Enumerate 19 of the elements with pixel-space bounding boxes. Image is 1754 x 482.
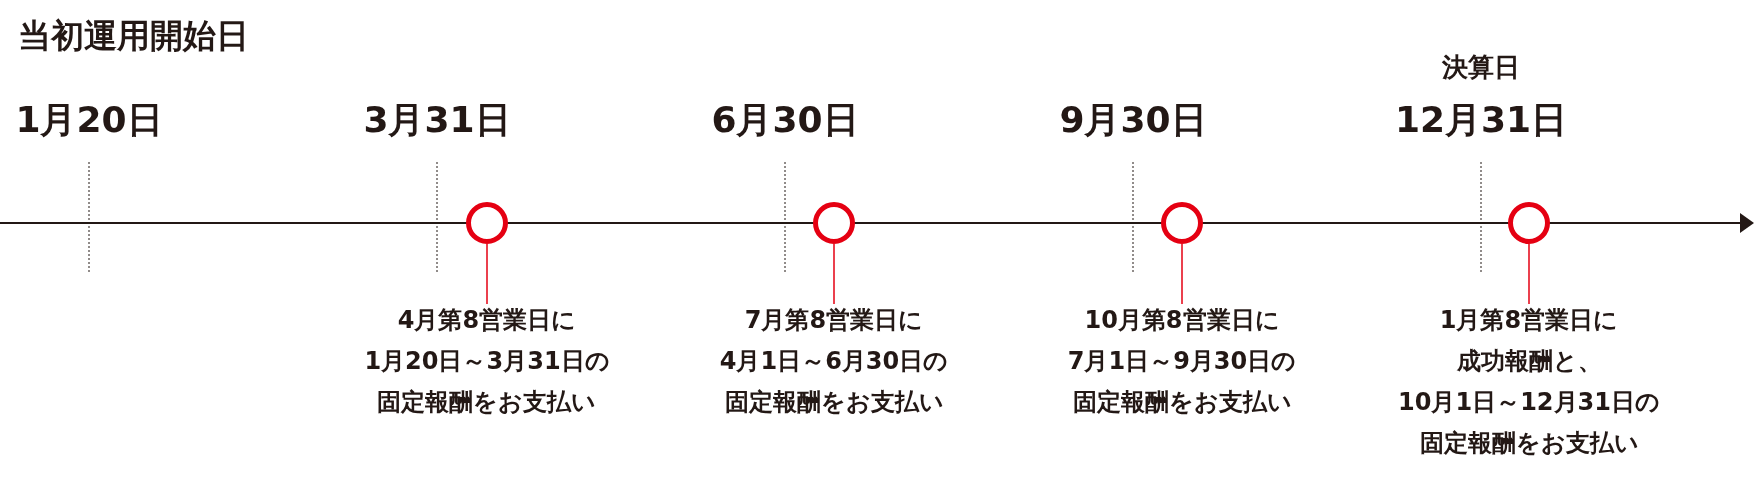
date-label: 3月31日 (363, 98, 511, 142)
milestone-circle (466, 202, 508, 244)
title: 当初運用開始日 (18, 15, 249, 57)
leader-line (1181, 243, 1183, 305)
payment-note: 1月第8営業日に成功報酬と、10月1日～12月31日の固定報酬をお支払い (1398, 305, 1660, 459)
milestone-circle (1508, 202, 1550, 244)
milestone-circle (1161, 202, 1203, 244)
payment-note: 10月第8営業日に7月1日～9月30日の固定報酬をお支払い (1067, 305, 1297, 418)
date-label: 1月20日 (15, 98, 163, 142)
date-label: 6月30日 (711, 98, 859, 142)
payment-note: 7月第8営業日に4月1日～6月30日の固定報酬をお支払い (719, 305, 949, 418)
milestone-circle (813, 202, 855, 244)
date-label: 9月30日 (1059, 98, 1207, 142)
leader-line (1528, 243, 1530, 305)
note-label: 決算日 (1442, 51, 1520, 84)
leader-line (833, 243, 835, 305)
leader-line (486, 243, 488, 305)
date-label: 12月31日 (1394, 98, 1568, 142)
payment-note: 4月第8営業日に1月20日～3月31日の固定報酬をお支払い (364, 305, 610, 418)
